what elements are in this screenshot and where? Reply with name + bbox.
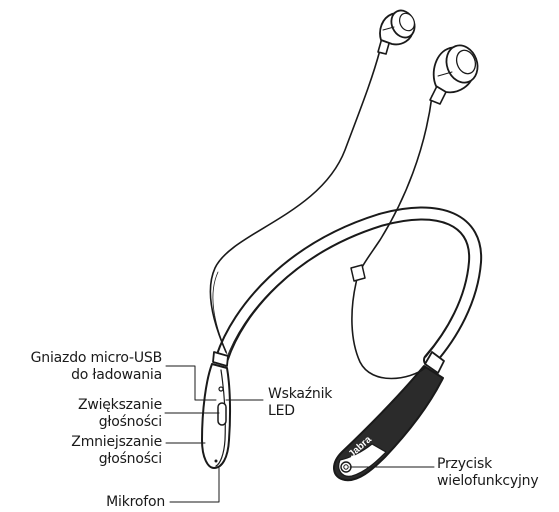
label-volume-down-line2: głośności [71,451,162,468]
label-charging-port-line1: Gniazdo micro-USB [31,350,162,367]
control-module-left-icon [202,352,230,468]
label-multifunction-line1: Przycisk [437,456,538,473]
label-microphone-line1: Mikrofon [106,494,165,511]
label-volume-up: Zwiększanie głośności [78,397,162,431]
earbud-right-cable [351,96,432,379]
label-charging-port: Gniazdo micro-USB do ładowania [31,350,162,384]
leader-microphone [170,468,219,502]
label-charging-port-line2: do ładowania [31,367,162,384]
label-led-line1: Wskaźnik [268,386,332,403]
label-microphone: Mikrofon [106,494,165,511]
earbud-left-cable [210,50,380,354]
label-led-line2: LED [268,403,332,420]
label-multifunction-line2: wielofunkcyjny [437,473,538,490]
label-volume-down-line1: Zmniejszanie [71,434,162,451]
neckband-icon [222,213,475,360]
control-module-right-icon [334,352,444,480]
label-volume-up-line2: głośności [78,414,162,431]
earbud-right-icon [430,41,483,104]
label-led-indicator: Wskaźnik LED [268,386,332,420]
label-volume-down: Zmniejszanie głośności [71,434,162,468]
earbud-left-icon [378,7,419,54]
label-multifunction-button: Przycisk wielofunkcyjny [437,456,538,490]
label-volume-up-line1: Zwiększanie [78,397,162,414]
